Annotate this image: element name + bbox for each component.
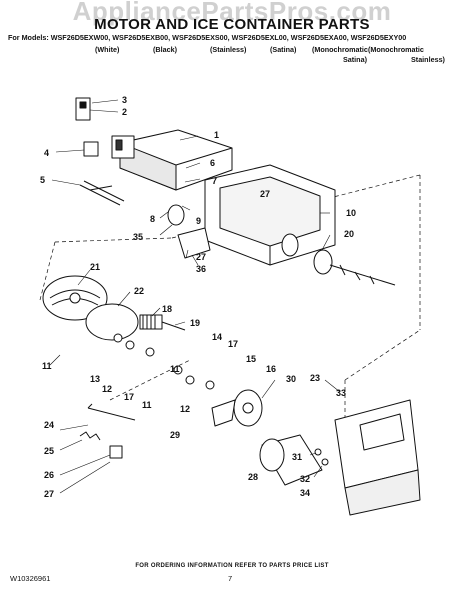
actuator-lever [211, 399, 236, 427]
page-title: MOTOR AND ICE CONTAINER PARTS [94, 16, 370, 33]
callout-23: 23 [310, 373, 320, 383]
callout-12-a: 12 [102, 384, 112, 394]
variant-monochromatic-satina-2: Satina) [343, 55, 367, 64]
callout-19: 19 [190, 318, 200, 328]
callout-9: 9 [196, 216, 201, 226]
callout-10: 10 [346, 208, 356, 218]
callout-1: 1 [214, 130, 219, 140]
callout-36: 30 [286, 374, 296, 384]
callout-7: 7 [212, 176, 217, 186]
bail-bracket [79, 403, 136, 459]
variant-monochromatic-stainless-1: (Monochromatic [368, 45, 424, 54]
callout-26: 26 [44, 470, 54, 480]
gear-motor [233, 389, 323, 486]
variant-stainless: (Stainless) [210, 45, 247, 54]
callout-3: 3 [122, 95, 127, 105]
callout-34: 35 [133, 232, 143, 242]
callout-22: 22 [134, 286, 144, 296]
callout-11-a: 11 [42, 361, 52, 371]
callout-18: 18 [162, 304, 172, 314]
mount-bracket [177, 227, 211, 259]
variant-black: (Black) [153, 45, 177, 54]
washer-2 [321, 458, 329, 466]
callout-numbers: 1 2 7 3 6 4 5 8 9 10 27 20 35 27 36 21 2… [40, 95, 356, 499]
callout-15: 15 [246, 354, 256, 364]
ice-container [204, 164, 336, 266]
callout-27-a: 27 [260, 189, 270, 199]
cover-plate [42, 275, 108, 321]
callout-11-c: 11 [170, 364, 180, 374]
callout-14: 14 [212, 332, 222, 342]
washer [314, 448, 322, 456]
light-bulb [167, 204, 185, 226]
callout-28: 28 [248, 472, 258, 482]
callout-33: 33 [336, 388, 346, 398]
callout-27-c: 27 [44, 489, 54, 499]
callout-16: 16 [266, 364, 276, 374]
callout-2: 2 [122, 107, 127, 117]
callout-31: 32 [300, 474, 310, 484]
callout-24: 24 [44, 420, 54, 430]
auger [313, 249, 396, 286]
callout-12-b: 12 [180, 404, 190, 414]
callout-25: 25 [44, 446, 54, 456]
callout-8: 8 [150, 214, 155, 224]
wire-harness [79, 180, 125, 206]
variant-monochromatic-satina-1: (Monochromatic [312, 45, 368, 54]
motor-connector [75, 97, 135, 159]
ice-bin [334, 399, 421, 516]
page-number: 7 [228, 574, 233, 583]
variant-white: (White) [95, 45, 120, 54]
callout-30: 31 [292, 452, 302, 462]
variant-satina: (Satina) [270, 45, 297, 54]
callout-4: 4 [44, 148, 49, 158]
watermark-text: AppliancePartsPros.com [72, 0, 392, 26]
callout-32: 34 [300, 488, 310, 498]
ordering-note: FOR ORDERING INFORMATION REFER TO PARTS … [135, 563, 329, 569]
model-list: For Models: WSF26D5EXW00, WSF26D5EXB00, … [8, 33, 407, 42]
callout-17-a: 17 [228, 339, 238, 349]
callout-13: 13 [90, 374, 100, 384]
callout-21: 21 [90, 262, 100, 272]
callout-35: 36 [196, 264, 206, 274]
callout-17-b: 17 [124, 392, 134, 402]
callout-6: 6 [210, 158, 215, 168]
callout-27-b: 27 [196, 252, 206, 262]
solenoid-assembly [113, 314, 215, 390]
callout-20: 20 [344, 229, 354, 239]
callout-5: 5 [40, 175, 45, 185]
callout-leaders [49, 99, 341, 494]
callout-11-b: 11 [142, 400, 152, 410]
document-number: W10326961 [10, 574, 51, 583]
drive-plate [85, 303, 139, 341]
callout-29: 29 [170, 430, 180, 440]
variant-monochromatic-stainless-2: Stainless) [411, 55, 445, 64]
